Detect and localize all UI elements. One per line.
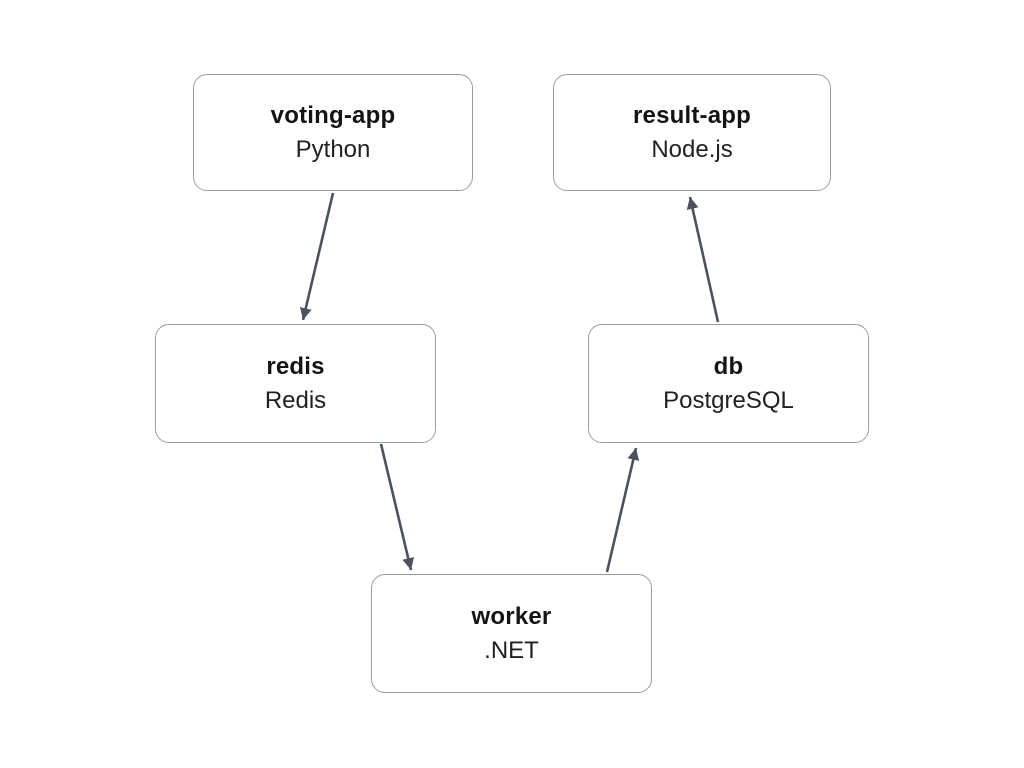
node-voting-app: voting-app Python	[193, 74, 473, 191]
edge-worker-to-db	[605, 447, 640, 573]
node-db: db PostgreSQL	[588, 324, 869, 443]
node-voting-app-title: voting-app	[270, 101, 396, 129]
node-worker-title: worker	[471, 602, 552, 630]
node-worker-subtitle: .NET	[484, 636, 539, 664]
node-result-app: result-app Node.js	[553, 74, 831, 191]
node-db-subtitle: PostgreSQL	[663, 386, 794, 414]
node-result-app-title: result-app	[632, 101, 751, 129]
node-redis-title: redis	[266, 352, 325, 380]
node-result-app-subtitle: Node.js	[651, 135, 733, 163]
node-worker: worker .NET	[371, 574, 652, 693]
edge-redis-to-worker	[379, 443, 415, 571]
node-redis-subtitle: Redis	[264, 386, 327, 414]
edge-db-to-result-app	[686, 196, 720, 323]
node-voting-app-subtitle: Python	[295, 135, 371, 163]
node-redis: redis Redis	[155, 324, 436, 443]
node-db-title: db	[713, 352, 744, 380]
edge-voting-app-to-redis	[299, 192, 335, 321]
